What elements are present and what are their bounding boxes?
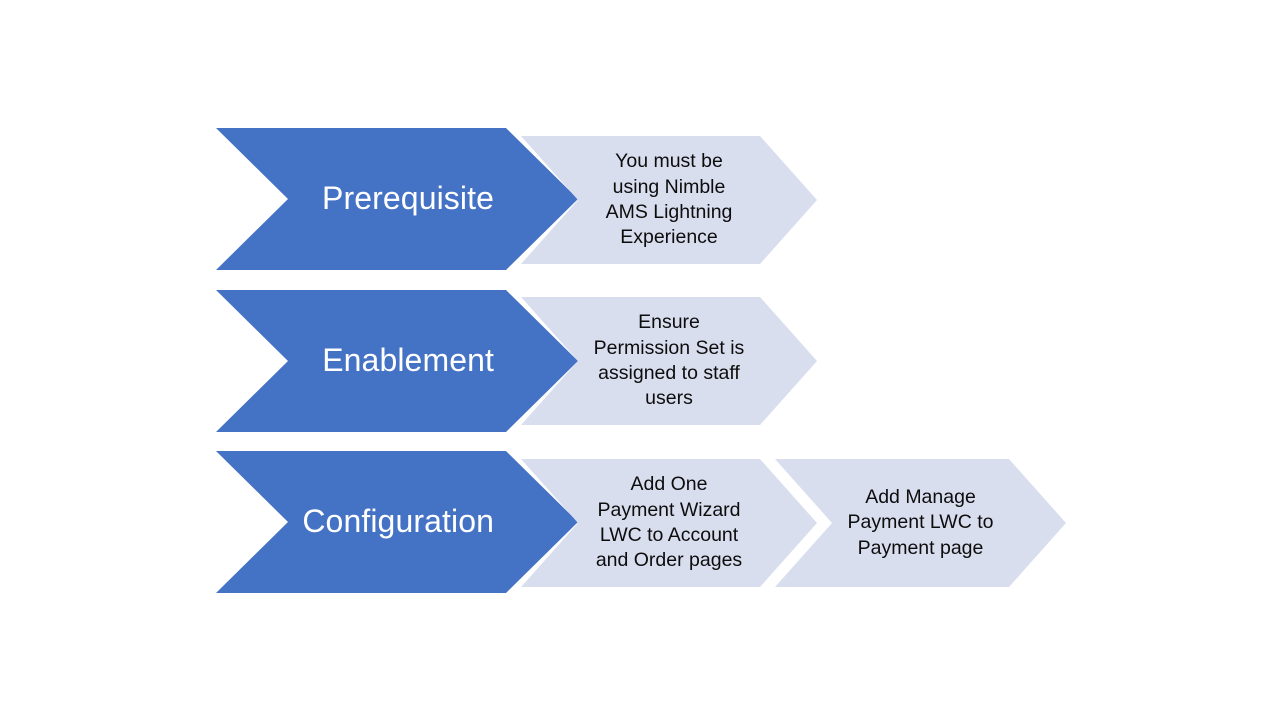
step-chevron-enablement-1[interactable]: Ensure Permission Set is assigned to sta… [521,297,817,425]
stage-chevron-prerequisite[interactable]: Prerequisite [216,128,578,270]
step-text-line: Add Manage [865,485,976,508]
step-chevron-configuration-2[interactable]: Add Manage Payment LWC to Payment page [775,459,1066,587]
step-text-line: Experience [620,226,718,249]
stage-label: Prerequisite [322,180,494,217]
step-text-line: Payment page [857,536,984,559]
stage-chevron-enablement[interactable]: Enablement [216,290,578,432]
stage-chevron-configuration[interactable]: Configuration [216,451,578,593]
step-text: Add Manage Payment LWC to Payment page [775,485,1066,561]
step-text-line: users [645,387,693,410]
step-text-line: assigned to staff [598,362,740,384]
step-text-line: AMS Lightning [605,201,733,223]
step-text-line: You must be [615,150,723,173]
step-text: Add One Payment Wizard LWC to Account an… [521,472,817,573]
step-text-line: using Nimble [612,175,726,198]
stage-label: Configuration [302,503,494,540]
step-text: Ensure Permission Set is assigned to sta… [521,310,817,411]
step-text-line: Permission Set is [593,336,745,359]
step-text-line: Payment LWC to [847,511,994,534]
step-text-line: and Order pages [595,549,743,572]
step-text: You must be using Nimble AMS Lightning E… [521,149,817,250]
stage-label: Enablement [322,342,494,379]
step-text-line: Add One [630,473,708,496]
step-text-line: LWC to Account [599,524,739,546]
step-text-line: Ensure [638,311,700,334]
step-text-line: Payment Wizard [597,498,741,521]
